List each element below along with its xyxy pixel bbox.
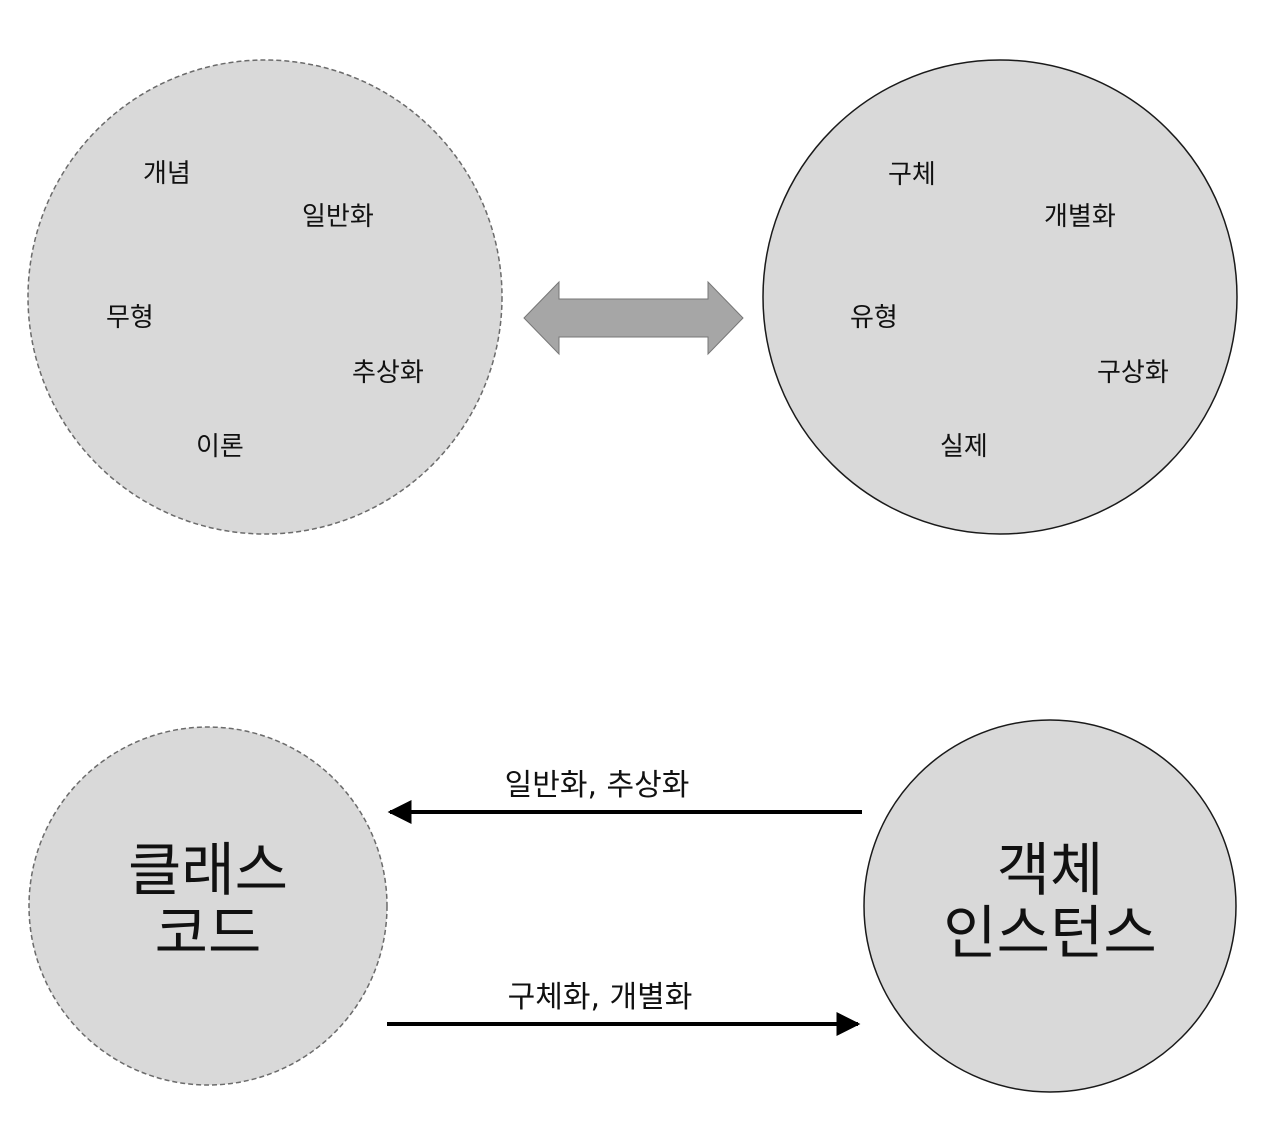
object-label: 객체: [997, 836, 1104, 904]
generalize-abstract-label: 일반화, 추상화: [505, 768, 690, 803]
class-label: 클래스: [128, 836, 288, 904]
word-concrete: 구체: [888, 160, 936, 190]
word-abstraction: 추상화: [352, 358, 424, 388]
word-concretization: 구상화: [1097, 358, 1169, 388]
word-concept: 개념: [143, 159, 191, 189]
double-arrow: [523, 280, 744, 356]
word-theory: 이론: [196, 432, 244, 462]
word-reality: 실제: [940, 432, 988, 462]
word-intangible: 무형: [106, 303, 154, 333]
word-tangible: 유형: [850, 303, 898, 333]
instance-label: 인스턴스: [943, 899, 1156, 967]
word-generalization: 일반화: [302, 202, 374, 232]
code-label: 코드: [155, 899, 262, 967]
object-circle: [863, 719, 1237, 1093]
abstract-concepts-circle: [27, 59, 503, 535]
concrete-concepts-circle: [762, 59, 1238, 535]
concretize-individualize-label: 구체화, 개별화: [508, 980, 693, 1015]
word-individualization: 개별화: [1044, 202, 1116, 232]
class-circle: [28, 726, 388, 1086]
